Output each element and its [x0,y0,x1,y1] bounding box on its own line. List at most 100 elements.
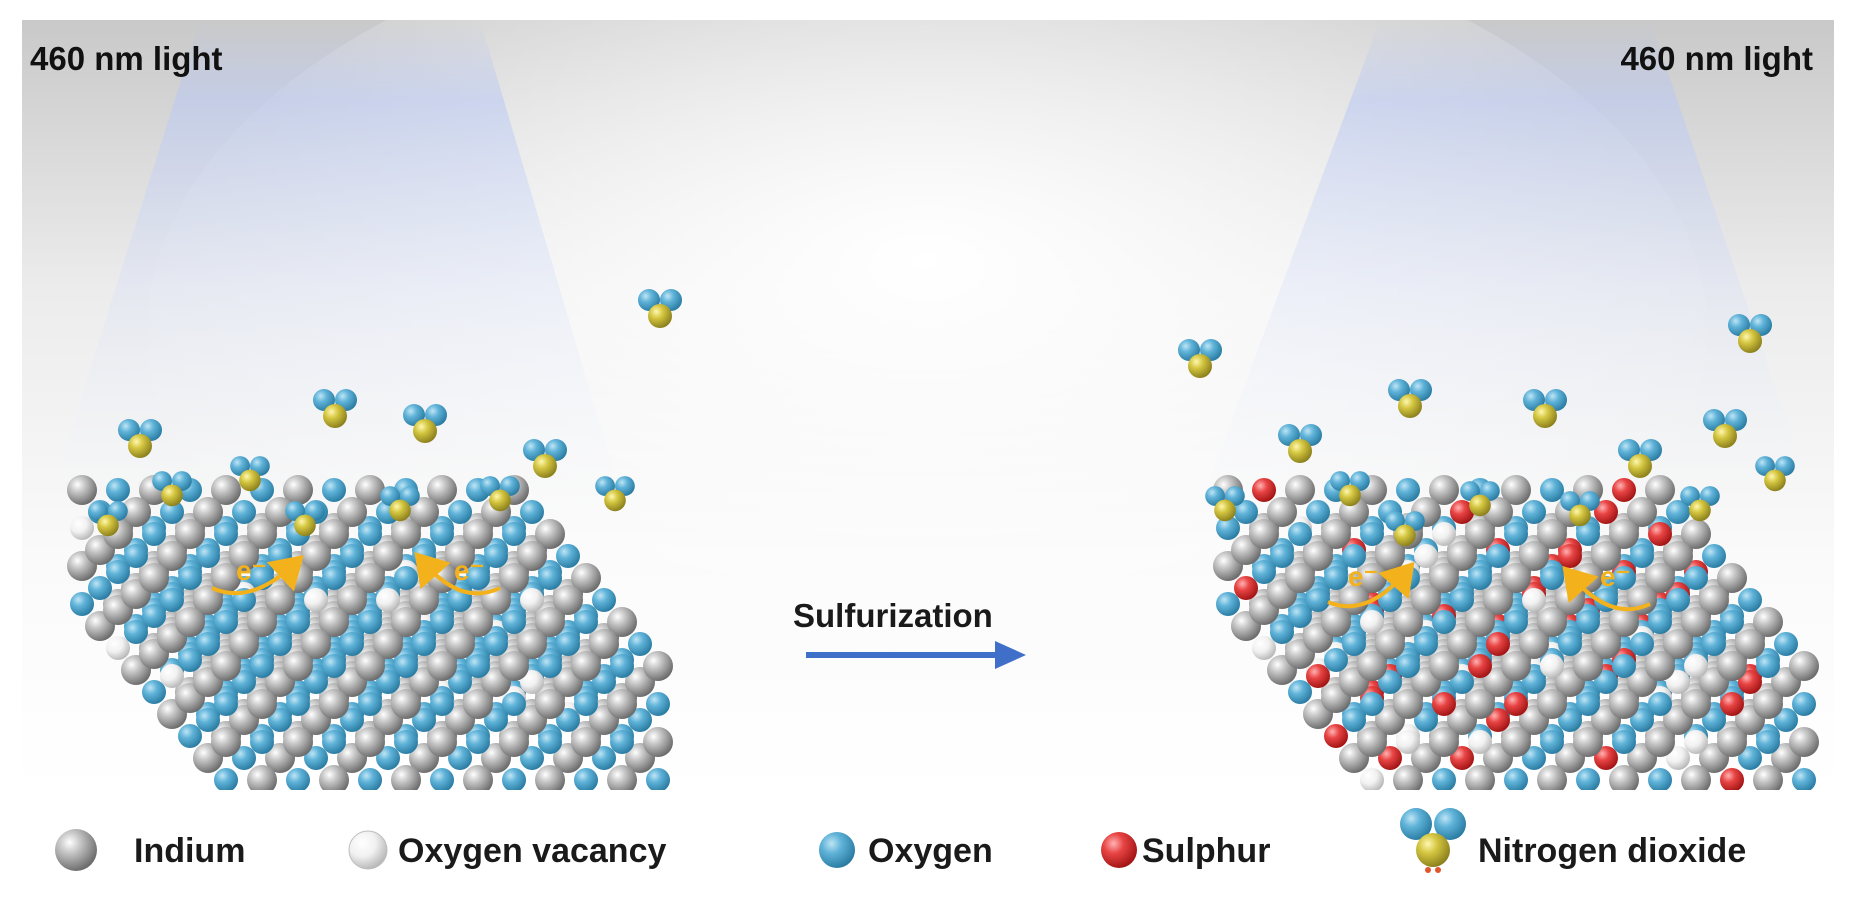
sulphur-atom [1558,544,1582,568]
oxygen-atom [268,708,292,732]
oxygen-atom [1702,544,1726,568]
oxygen-atom [1396,654,1420,678]
indium-atom [1375,629,1405,659]
indium-atom [535,689,565,719]
oxygen-atom [466,654,490,678]
indium-atom [1357,651,1387,681]
oxygen-atom [1288,522,1312,546]
oxygen-atom [1288,604,1312,628]
nitrogen-atom [1394,524,1416,547]
oxygen-atom [1468,566,1492,590]
nitrogen-atom [1628,454,1652,478]
oxygen-atom [592,670,616,694]
oxygen-atom [1756,730,1780,754]
oxygen-atom [1378,670,1402,694]
nitrogen-atom [1533,404,1557,428]
sulphur-atom [1612,478,1636,502]
oxygen-atom [1792,768,1816,790]
indium-atom [211,475,241,505]
oxygen-vacancy-icon [348,830,388,870]
indium-atom [553,585,583,615]
oxygen-atom [484,544,508,568]
oxygen-atom [574,610,598,634]
indium-atom [355,727,385,757]
oxygen-atom [1648,692,1672,716]
oxygen-atom [160,588,184,612]
oxygen-atom [1792,692,1816,716]
oxygen-atom [1288,680,1312,704]
oxygen-atom [214,522,238,546]
indium-atom [571,651,601,681]
indium-atom [1717,563,1747,593]
indium-atom [355,651,385,681]
nitrogen-atom [128,434,152,458]
indium-atom [1429,651,1459,681]
indium-atom [1483,585,1513,615]
indium-atom [1573,651,1603,681]
oxygen-atom [484,708,508,732]
oxygen-atom [1432,768,1456,790]
oxygen-atom [232,670,256,694]
oxygen-atom [1630,708,1654,732]
oxygen-atom [1612,654,1636,678]
oxygen-atom [1252,560,1276,584]
indium-atom [1321,519,1351,549]
indium-atom [517,541,547,571]
sulphur-atom [1720,692,1744,716]
electron-label: e⁻ [1348,561,1378,592]
nitrogen-atom [1689,499,1711,522]
indium-atom [1753,765,1783,790]
indium-atom [391,607,421,637]
oxygen-atom [124,620,148,644]
oxygen-atom [340,708,364,732]
electron-transfer-right-2: e⁻ [1562,561,1651,612]
oxygen-atom [574,768,598,790]
oxygen-atom [1576,768,1600,790]
oxygen-atom [646,692,670,716]
oxygen-atom [592,746,616,770]
oxygen-atom [502,768,526,790]
oxygen-atom [1414,708,1438,732]
indium-atom [337,497,367,527]
oxygen-atom [1720,610,1744,634]
indium-atom [1537,765,1567,790]
sulphur-atom [1594,746,1618,770]
nitrogen-atom [1339,484,1361,507]
lattice-right [1213,475,1819,790]
oxygen-atom [1342,544,1366,568]
oxygen-atom [484,632,508,656]
oxygen-atom [214,768,238,790]
oxygen-atom [1576,522,1600,546]
indium-atom [283,727,313,757]
oxygen-atom [574,692,598,716]
nitrogen-dioxide-molecules [88,289,1795,547]
indium-atom [1429,563,1459,593]
indium-atom [1753,607,1783,637]
indium-atom [355,563,385,593]
oxygen-atom [1234,500,1258,524]
indium-atom [1519,629,1549,659]
oxygen-atom [1306,500,1330,524]
oxygen-atom [1630,544,1654,568]
oxygen-atom [142,522,166,546]
indium-atom [1627,497,1657,527]
oxygen-atom [286,768,310,790]
nitrogen-atom [413,419,437,443]
oxygen-atom [358,522,382,546]
oxygen-atom [448,746,472,770]
oxygen-atom [1558,708,1582,732]
indium-atom [391,519,421,549]
vacancy-atom [1360,610,1384,634]
oxygen-atom [502,610,526,634]
vacancy-atom [1252,636,1276,660]
electron-transfer-left-1: e⁻ [211,555,304,596]
nitrogen-atom [389,499,411,522]
oxygen-atom [340,544,364,568]
oxygen-atom [1648,768,1672,790]
oxygen-icon [819,832,855,868]
oxygen-atom [1558,632,1582,656]
oxygen-atom [304,670,328,694]
oxygen-atom [1738,746,1762,770]
indium-atom [643,651,673,681]
indium-atom [319,765,349,790]
